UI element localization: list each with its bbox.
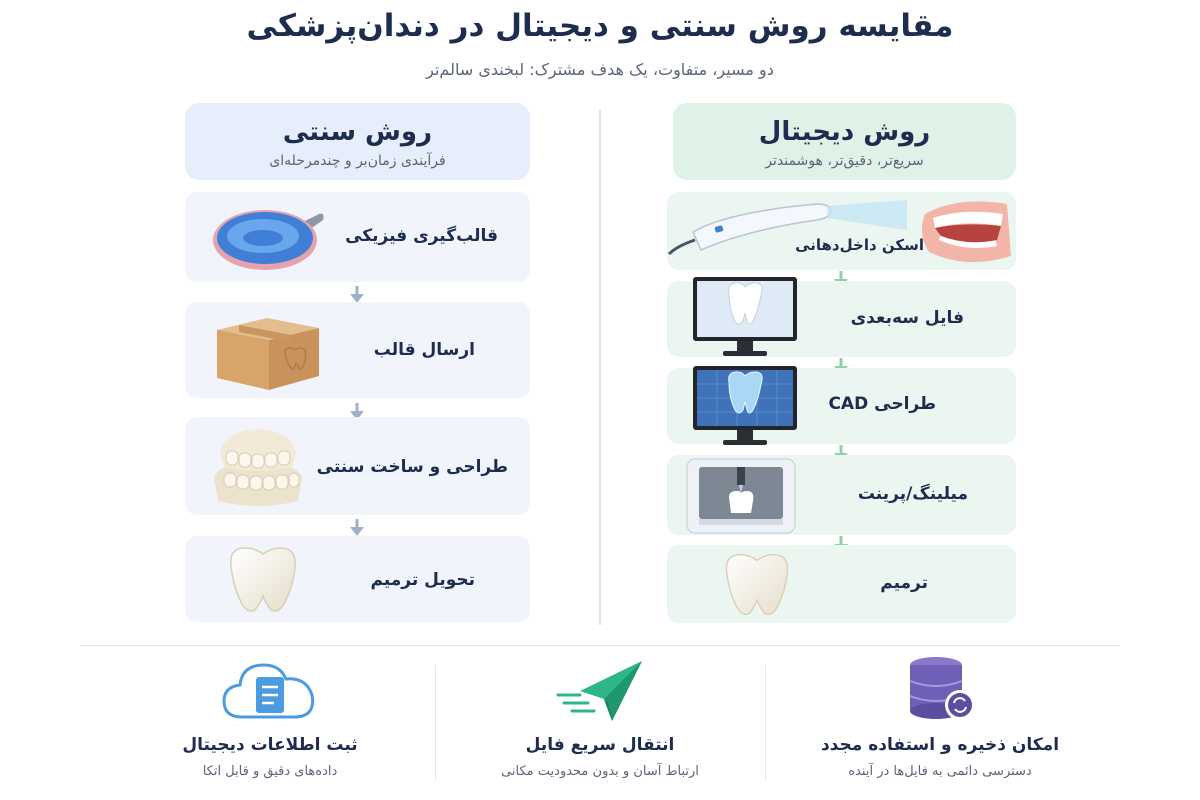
feature-divider — [435, 665, 436, 780]
step-label: تحویل ترمیم — [370, 570, 475, 590]
traditional-step-ship: ارسال قالب — [185, 302, 530, 398]
feature-records: ثبت اطلاعات دیجیتال داده‌های دقیق و قابل… — [120, 655, 420, 795]
page-title: مقایسه روش سنتی و دیجیتال در دندان‌پزشکی — [246, 8, 954, 44]
feature-subtitle: ارتباط آسان و بدون محدودیت مکانی — [501, 764, 699, 779]
feature-title: امکان ذخیره و استفاده مجدد — [820, 735, 1060, 755]
monitor-tooth-icon — [693, 277, 797, 356]
section-divider — [80, 645, 1120, 646]
traditional-heading: روش سنتی — [282, 117, 433, 147]
feature-title: ثبت اطلاعات دیجیتال — [182, 735, 358, 755]
column-divider — [599, 110, 601, 625]
cloud-document-icon — [222, 663, 315, 719]
database-sync-icon — [909, 657, 975, 720]
step-label: میلینگ/پرینت — [857, 484, 968, 504]
arrow-down-icon — [350, 403, 364, 420]
step-label: طراحی CAD — [828, 394, 936, 414]
digital-header: روش دیجیتال سریع‌تر، دقیق‌تر، هوشمندتر — [673, 103, 1016, 180]
step-label: اسکن داخل‌دهانی — [795, 236, 924, 254]
feature-title: انتقال سریع فایل — [525, 735, 675, 755]
step-label: ارسال قالب — [373, 340, 475, 360]
traditional-subheading: فرآیندی زمان‌بر و چندمرحله‌ای — [269, 153, 446, 169]
digital-step-restoration: ترمیم — [667, 545, 1016, 623]
step-label: فایل سه‌بعدی — [850, 308, 964, 328]
paper-plane-icon — [556, 661, 642, 721]
digital-step-scan: اسکن داخل‌دهانی — [667, 192, 1016, 270]
shipping-box-icon — [217, 318, 319, 390]
plaster-model-icon — [214, 429, 302, 506]
cad-monitor-icon — [693, 366, 797, 445]
digital-step-cad: طراحی CAD — [667, 366, 1016, 445]
digital-subheading: سریع‌تر، دقیق‌تر، هوشمندتر — [765, 153, 924, 169]
digital-step-3d-file: فایل سه‌بعدی — [667, 277, 1016, 357]
traditional-step-fabrication: طراحی و ساخت سنتی — [185, 417, 530, 515]
step-label: قالب‌گیری فیزیکی — [345, 226, 498, 246]
traditional-header: روش سنتی فرآیندی زمان‌بر و چندمرحله‌ای — [185, 103, 530, 180]
intraoral-scanner-icon — [667, 200, 1011, 263]
arrow-down-icon — [350, 286, 364, 303]
digital-step-milling: میلینگ/پرینت — [667, 455, 1016, 535]
step-label: طراحی و ساخت سنتی — [316, 457, 508, 477]
page-subtitle: دو مسیر، متفاوت، یک هدف مشترک: لبخندی سا… — [426, 60, 774, 79]
feature-transfer: انتقال سریع فایل ارتباط آسان و بدون محدو… — [450, 655, 750, 795]
tooth-crown-icon — [725, 553, 789, 616]
feature-storage: امکان ذخیره و استفاده مجدد دسترسی دائمی … — [790, 655, 1090, 795]
traditional-step-impression: قالب‌گیری فیزیکی — [185, 192, 530, 282]
step-label: ترمیم — [880, 573, 928, 593]
arrow-down-icon — [350, 519, 364, 536]
tooth-crown-icon — [230, 547, 296, 612]
milling-machine-icon — [686, 458, 796, 534]
digital-heading: روش دیجیتال — [758, 117, 931, 147]
traditional-step-delivery: تحویل ترمیم — [185, 536, 530, 622]
feature-subtitle: داده‌های دقیق و قابل اتکا — [202, 764, 338, 779]
feature-divider — [765, 665, 766, 780]
impression-tray-icon — [213, 210, 324, 270]
feature-subtitle: دسترسی دائمی به فایل‌ها در آینده — [848, 764, 1032, 779]
